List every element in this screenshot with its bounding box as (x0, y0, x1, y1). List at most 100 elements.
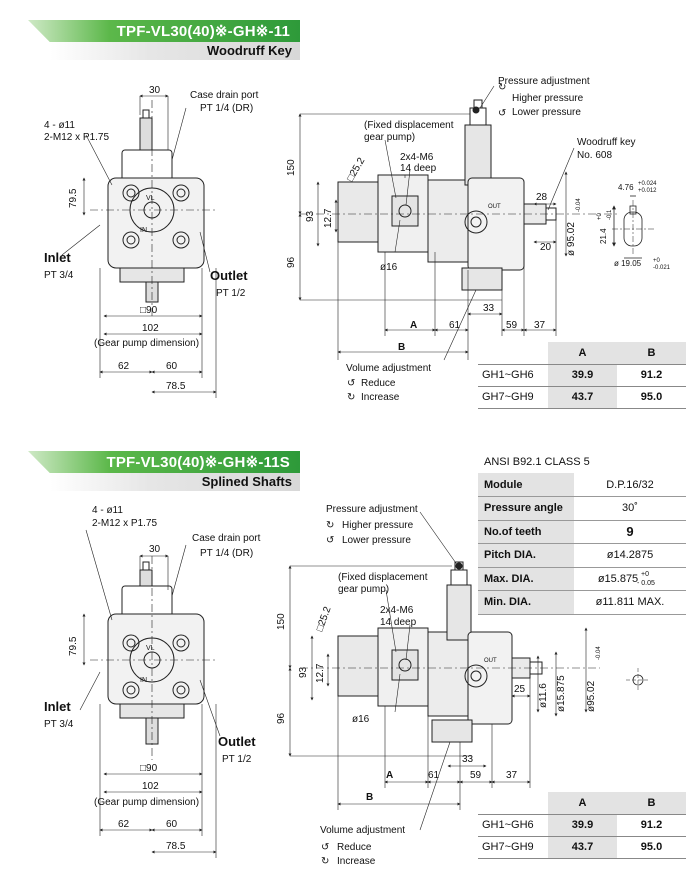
s2-dim-33: 33 (462, 754, 474, 765)
section2-front-text: 30 4 - ø11 2-M12 x P1.75 Case drain port… (44, 505, 261, 852)
s2-dim-102: 102 (142, 781, 159, 792)
s1-out-mark: OUT (488, 204, 501, 210)
section1-key-text: 4.76 +0.024 +0.012 21.4 +0 -0.1 ø 19.05 … (597, 181, 671, 271)
table-row: GH1~GH6 39.9 91.2 (478, 364, 686, 387)
s2-dim-62: 62 (118, 819, 130, 830)
spec-key: Min. DIA. (478, 590, 574, 615)
s2-vl-mark: VL (146, 645, 155, 652)
s1-dim-20: 20 (540, 242, 552, 253)
s2-reduce-icon: ↺ (321, 842, 329, 853)
section1-subtitle-bar: Woodruff Key (50, 42, 300, 60)
s1-bolt-holes: 4 - ø11 (44, 120, 75, 131)
section2-spline-end-view (626, 668, 650, 692)
s2-gear-pump-dim: (Gear pump dimension) (94, 797, 199, 808)
table-header-B: B (617, 792, 686, 815)
table-cell-B: 95.0 (617, 836, 686, 859)
s1-dim-37: 37 (534, 320, 546, 331)
table-header-A: A (548, 792, 617, 815)
spec-key: Module (478, 473, 574, 497)
s2-dim-150: 150 (276, 613, 287, 630)
s2-in-mark: IN (140, 677, 147, 684)
table-header-blank (478, 342, 548, 365)
spec-key: Max. DIA. (478, 567, 574, 591)
s1-dia-95-tol: -0.04 (576, 198, 582, 212)
s2-dia-95: ø95.02 (586, 680, 597, 712)
s2-pressure-adj: Pressure adjustment (326, 504, 418, 515)
table-header-row: A B (478, 792, 686, 815)
s2-inlet-size: PT 3/4 (44, 719, 74, 730)
s1-dim-59: 59 (506, 320, 518, 331)
s2-gear-pump: gear pump) (338, 584, 389, 595)
s1-vol-adj: Volume adjustment (346, 363, 431, 374)
section2-dimension-table: A B GH1~GH6 39.9 91.2 GH7~GH9 43.7 95.0 (478, 792, 686, 859)
s1-dim-12-7: 12.7 (323, 208, 334, 228)
section1-model-title: TPF-VL30(40)※-GH※-11 (116, 23, 290, 40)
s1-sq90: □90 (140, 305, 158, 316)
section1-banner: TPF-VL30(40)※-GH※-11 Woodruff Key (28, 20, 300, 60)
s1-dia-95: ø 95.02 (566, 222, 577, 256)
s1-dim-62: 62 (118, 361, 130, 372)
s2-lower-icon: ↺ (326, 535, 334, 546)
s2-mounting-thread: 2x4-M6 (380, 605, 414, 616)
s2-dim-78-5: 78.5 (166, 841, 186, 852)
s2-inlet-label: Inlet (44, 699, 71, 714)
s1-reduce-icon: ↺ (347, 378, 355, 389)
spec-value: D.P.16/32 (574, 473, 686, 497)
s1-shaft-dia: ø 19.05 (614, 259, 642, 268)
s1-shaft-tol-lo: -0.021 (653, 265, 671, 271)
s1-key-h-tol-lo: -0.1 (607, 209, 613, 220)
table-cell-model: GH1~GH6 (478, 814, 548, 837)
section1-side-text: Pressure adjustment ↻ Higher pressure ↺ … (286, 76, 636, 403)
s1-dim-96: 96 (286, 256, 297, 268)
section2-spec-title: ANSI B92.1 CLASS 5 (484, 456, 590, 468)
s2-dim-96: 96 (276, 712, 287, 724)
s1-increase-icon: ↻ (347, 392, 355, 403)
s1-dim-28: 28 (536, 192, 548, 203)
section2-side-view (300, 561, 600, 743)
table-cell-B: 91.2 (617, 814, 686, 837)
s1-dim-93: 93 (305, 210, 316, 222)
table-header-B: B (617, 342, 686, 365)
s2-thread-depth: 14 deep (380, 617, 417, 628)
s1-dia-16: ø16 (380, 262, 398, 273)
s1-key-h: 21.4 (599, 228, 608, 244)
section2-subtitle-bar: Splined Shafts (50, 473, 300, 491)
s1-increase: Increase (361, 392, 400, 403)
spec-value: ø11.811 MAX. (574, 590, 686, 615)
s1-dim-33: 33 (483, 303, 495, 314)
table-cell-A: 43.7 (548, 386, 617, 409)
s1-dim-60: 60 (166, 361, 178, 372)
s2-fixed-disp: (Fixed displacement (338, 572, 428, 583)
spec-row: Max. DIA.ø15.875 (478, 567, 686, 591)
s2-dim-25: 25 (514, 684, 526, 695)
section1-key-detail (612, 195, 655, 259)
table-cell-B: 95.0 (617, 386, 686, 409)
section2-front-dims (79, 529, 221, 858)
spec-key: Pressure angle (478, 496, 574, 521)
s2-increase-icon: ↻ (321, 856, 329, 867)
table-row: GH1~GH6 39.9 91.2 (478, 814, 686, 837)
s2-outlet-label: Outlet (218, 734, 256, 749)
section1-model-bar: TPF-VL30(40)※-GH※-11 (28, 20, 300, 42)
s1-fixed-disp: (Fixed displacement (364, 120, 454, 131)
s2-vol-adj: Volume adjustment (320, 825, 405, 836)
s2-dia-16: ø16 (352, 714, 370, 725)
s2-dim-79-5: 79.5 (68, 636, 79, 656)
s1-vl-mark: VL (146, 195, 155, 202)
s2-lower: Lower pressure (342, 535, 411, 546)
spec-value: 9 (574, 520, 686, 544)
s2-dim-A: A (386, 770, 393, 781)
s1-dim-61: 61 (449, 320, 461, 331)
s1-gear-pump-dim: (Gear pump dimension) (94, 338, 199, 349)
s1-mounting-thread: 2x4-M6 (400, 152, 434, 163)
s1-key-h-tol: +0 (597, 212, 603, 220)
table-header-A: A (548, 342, 617, 365)
s2-dia-95-tol: -0.04 (596, 646, 602, 660)
section1-front-dims (61, 94, 217, 398)
s1-dim-A: A (410, 320, 417, 331)
s2-dim-59: 59 (470, 770, 482, 781)
s2-case-drain-size: PT 1/4 (DR) (200, 548, 253, 559)
s2-outlet-size: PT 1/2 (222, 754, 252, 765)
s2-dia-11-6: ø11.6 (538, 683, 549, 708)
